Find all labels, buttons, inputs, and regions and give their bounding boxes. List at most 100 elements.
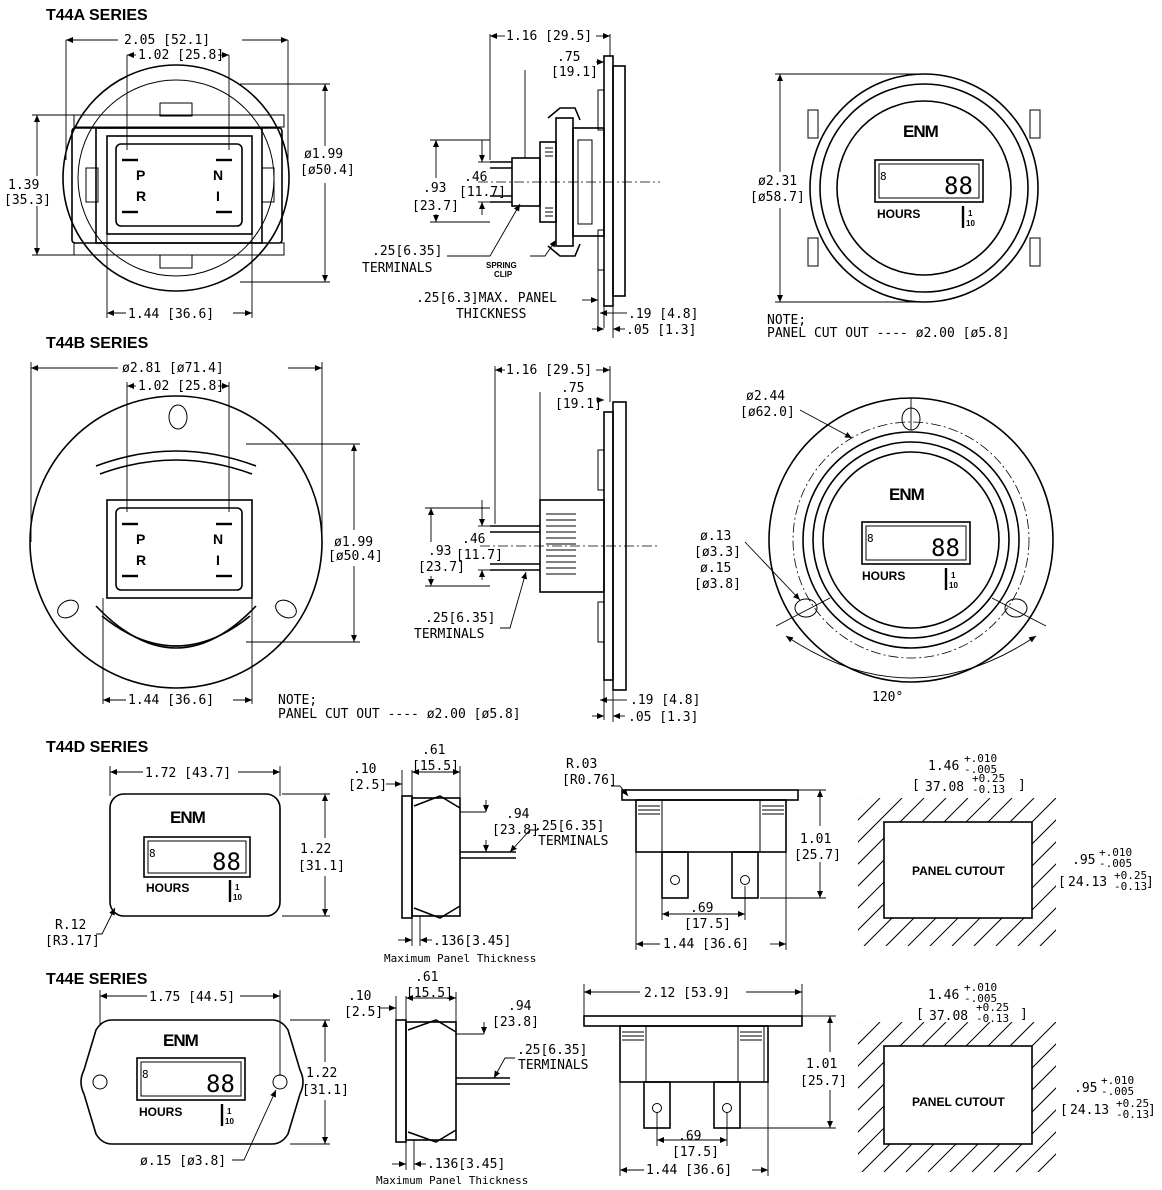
dim-d-1-46: 1.46: [928, 759, 959, 774]
label-d-terminals: TERMINALS: [538, 834, 608, 849]
dim-d-17-5: [17.5]: [684, 917, 731, 932]
dim-a-1-44: 1.44 [36.6]: [128, 307, 214, 322]
dim-a-0-25-6-3: .25[6.3]: [416, 291, 479, 306]
dim-d-23-8: [23.8]: [492, 823, 539, 838]
t44b-rear-view: P R N I ø2.81 [ø71.4] 1.02 [25.8] ø1.99 …: [29, 361, 521, 722]
dim-e-terminal-size: .25[6.35]: [517, 1043, 587, 1058]
dim-a-0-05: .05 [1.3]: [626, 323, 696, 338]
hatch-line: [995, 885, 1056, 946]
small-digit-d: 8: [149, 847, 156, 860]
label-thickness: THICKNESS: [456, 307, 526, 322]
dim-b-3-8: [ø3.8]: [694, 577, 741, 592]
label-spring: SPRING: [486, 261, 517, 270]
bracket-close-e2: ]: [1148, 1103, 1156, 1118]
t44b-front-view: ENM 8 88 HOURS 1 10 120° ø2.44 [ø62.0] ø…: [694, 389, 1054, 705]
dim-b-62-0: [ø62.0]: [740, 405, 795, 420]
title-t44e: T44E SERIES: [46, 971, 148, 988]
dim-e-0-94: .94: [508, 999, 532, 1014]
dim-a-max-panel: .25[6.3]MAX. PANEL: [416, 291, 557, 306]
hatch-line: [973, 863, 1056, 946]
note-a: NOTE;: [767, 313, 806, 328]
panel-cut-out-a: PANEL CUT OUT ---- ø2.00 [ø5.8]: [767, 326, 1010, 341]
dim-b-0-19: .19 [4.8]: [630, 693, 700, 708]
dim-e-25-7: [25.7]: [800, 1074, 847, 1089]
title-t44a: T44A SERIES: [46, 7, 148, 24]
t44d-front-view: ENM 8 88 HOURS 1 10 1.72 [43.7] 1.22 [31…: [45, 766, 345, 949]
dim-b-19-1: [19.1]: [555, 397, 602, 412]
dim-e-1-22: 1.22: [306, 1066, 337, 1081]
enm-logo-d: ENM: [170, 808, 206, 827]
tol-d-1-46-minus: -.005: [964, 763, 997, 776]
dim-d-r-0-03: R.03: [566, 757, 597, 772]
t44a-side-view: 1.16 [29.5] .75 [19.1] .46 [11.7] .93 [2…: [362, 29, 698, 338]
dim-e-15-5: [15.5]: [406, 986, 453, 1001]
dim-e-1-01: 1.01: [806, 1057, 837, 1072]
pin-label-i: I: [216, 188, 220, 204]
bracket-close-d: ]: [1018, 778, 1026, 793]
frac-den-b: 10: [949, 581, 958, 590]
pin-label-p: P: [136, 167, 145, 183]
bracket-open-d2: [: [1058, 875, 1066, 890]
dim-e-1-75: 1.75 [44.5]: [149, 990, 235, 1005]
dim-a-19-1: [19.1]: [551, 65, 598, 80]
dim-e-1-46: 1.46: [928, 988, 959, 1003]
dim-a-0-93: .93: [423, 181, 446, 196]
dim-b-dia-2-44: ø2.44: [746, 389, 785, 404]
dim-d-1-44: 1.44 [36.6]: [663, 937, 749, 952]
dim-e-2-5: [2.5]: [344, 1005, 383, 1020]
frac-den-d: 10: [233, 893, 242, 902]
frac-den-e: 10: [225, 1117, 234, 1126]
title-t44d: T44D SERIES: [46, 739, 149, 756]
dim-b-3-3: [ø3.3]: [694, 545, 741, 560]
dim-a-0-19: .19 [4.8]: [628, 307, 698, 322]
label-max-panel: MAX. PANEL: [479, 291, 557, 306]
dim-b-23-7: [23.7]: [418, 560, 465, 575]
enm-logo-e: ENM: [163, 1031, 199, 1050]
hatch-line: [858, 1022, 881, 1045]
dim-b-dia-2-81: ø2.81 [ø71.4]: [122, 361, 224, 376]
tol-e-095-plus: +.010: [1101, 1074, 1134, 1087]
dim-a-58-7: [ø58.7]: [750, 190, 805, 205]
dim-d-r-3-17: [R3.17]: [45, 934, 100, 949]
bracket-open-d: [: [912, 778, 920, 793]
dim-d-15-5: [15.5]: [412, 759, 459, 774]
panel-cutout-label-d: PANEL CUTOUT: [912, 864, 1005, 878]
enm-logo-a: ENM: [903, 122, 939, 141]
hatch-line: [858, 798, 881, 821]
hatch-line: [858, 798, 903, 843]
pin-label-n: N: [213, 167, 223, 183]
tol-e-1-46-minus: -.005: [964, 992, 997, 1005]
dim-d-31-1: [31.1]: [298, 859, 345, 874]
small-digit-b: 8: [867, 532, 874, 545]
dim-e-0-136: .136[3.45]: [427, 1157, 505, 1172]
tol-e-24-plus: +0.25: [1116, 1097, 1149, 1110]
tol-e-095-minus: -.005: [1101, 1085, 1134, 1098]
t44b-side-view: 1.16 [29.5] .75 [19.1] .46 [11.7] .93 [2…: [414, 363, 700, 725]
dim-d-0-69: .69: [690, 901, 713, 916]
label-a-terminals: TERMINALS: [362, 261, 432, 276]
dim-d-terminal-size: .25[6.35]: [534, 819, 604, 834]
hour-digits-d: 88: [212, 848, 241, 876]
t44e-panel-cutout: PANEL CUTOUT 1.46 +.010 -.005 [ 37.08 +0…: [858, 981, 1156, 1172]
tol-d-095-minus: -.005: [1099, 857, 1132, 870]
tol-d-24-plus: +0.25: [1114, 869, 1147, 882]
hatch-line: [993, 1109, 1056, 1172]
hours-label-b: HOURS: [862, 569, 905, 583]
t44a-front-view: ENM 8 88 HOURS 1 10 ø2.31 [ø58.7] NOTE; …: [750, 73, 1041, 341]
dim-d-0-94: .94: [506, 807, 530, 822]
frac-num-d: 1: [235, 883, 240, 892]
dim-a-2-05: 2.05 [52.1]: [124, 33, 210, 48]
dim-d-0-95: .95: [1072, 853, 1095, 868]
hatch-line: [971, 1087, 1056, 1172]
frac-num-b: 1: [951, 571, 956, 580]
enm-logo-b: ENM: [889, 485, 925, 504]
panel-cutout-label-e: PANEL CUTOUT: [912, 1095, 1005, 1109]
dim-b-50-4: [ø50.4]: [328, 549, 383, 564]
dim-b-1-16: 1.16 [29.5]: [506, 363, 592, 378]
dim-a-0-75: .75: [557, 50, 580, 65]
dim-d-r-0-76: [R0.76]: [562, 773, 617, 788]
title-t44b: T44B SERIES: [46, 335, 149, 352]
pin-label-i-b: I: [216, 552, 220, 568]
dim-a-terminal-size: .25[6.35]: [372, 244, 442, 259]
